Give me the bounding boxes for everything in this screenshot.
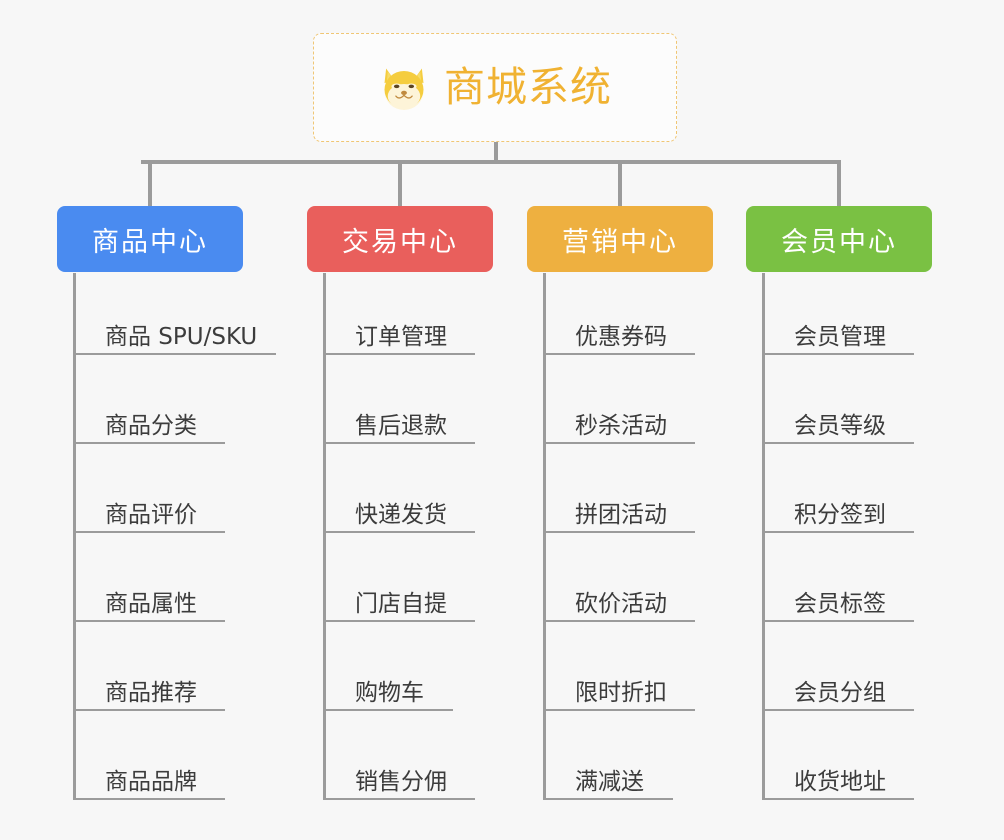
category-box-1[interactable]: 商品中心 <box>57 206 243 272</box>
leaf-item-label: 售后退款 <box>355 413 447 439</box>
leaf-underline <box>73 709 225 711</box>
leaf-underline <box>73 353 276 355</box>
branch-spine-4 <box>762 273 765 800</box>
leaf-item-label: 会员等级 <box>794 413 886 439</box>
leaf-item-label: 砍价活动 <box>575 591 667 617</box>
leaf-item-label: 拼团活动 <box>575 502 667 528</box>
leaf-item-label: 销售分佣 <box>355 769 447 795</box>
leaf-underline <box>323 442 475 444</box>
leaf-underline <box>543 798 673 800</box>
leaf-underline <box>73 620 225 622</box>
category-box-2[interactable]: 交易中心 <box>307 206 493 272</box>
leaf-item-label: 满减送 <box>575 769 644 795</box>
leaf-underline <box>762 798 914 800</box>
leaf-underline <box>543 709 695 711</box>
leaf-item-label: 限时折扣 <box>575 680 667 706</box>
leaf-underline <box>323 709 453 711</box>
category-box-4[interactable]: 会员中心 <box>746 206 932 272</box>
leaf-underline <box>762 531 914 533</box>
leaf-item-label: 商品属性 <box>105 591 197 617</box>
leaf-item-label: 商品分类 <box>105 413 197 439</box>
branch-spine-1 <box>73 273 76 800</box>
leaf-item-label: 商品 SPU/SKU <box>105 324 258 350</box>
connector-drop-3 <box>618 160 622 208</box>
leaf-underline <box>323 798 475 800</box>
leaf-item-label: 会员分组 <box>794 680 886 706</box>
leaf-underline <box>73 442 225 444</box>
connector-drop-4 <box>837 160 841 208</box>
leaf-underline <box>762 353 914 355</box>
leaf-underline <box>762 442 914 444</box>
leaf-item-label: 购物车 <box>355 680 424 706</box>
leaf-item-label: 商品品牌 <box>105 769 197 795</box>
leaf-item-label: 快递发货 <box>355 502 447 528</box>
leaf-item-label: 商品评价 <box>105 502 197 528</box>
leaf-underline <box>323 353 475 355</box>
leaf-underline <box>73 798 225 800</box>
leaf-underline <box>543 531 695 533</box>
branch-spine-2 <box>323 273 326 800</box>
leaf-item-label: 商品推荐 <box>105 680 197 706</box>
leaf-item-label: 积分签到 <box>794 502 886 528</box>
leaf-item-label: 收货地址 <box>794 769 886 795</box>
connector-drop-2 <box>398 160 402 208</box>
connector-horizontal-bus <box>141 160 840 164</box>
leaf-underline <box>762 709 914 711</box>
leaf-underline <box>73 531 225 533</box>
connector-root-stem <box>494 142 498 164</box>
leaf-item-label: 优惠券码 <box>575 324 667 350</box>
branch-spine-3 <box>543 273 546 800</box>
leaf-underline <box>543 353 695 355</box>
leaf-underline <box>323 531 475 533</box>
connector-drop-1 <box>148 160 152 208</box>
leaf-underline <box>543 442 695 444</box>
category-box-3[interactable]: 营销中心 <box>527 206 713 272</box>
leaf-item-label: 订单管理 <box>355 324 447 350</box>
leaf-underline <box>762 620 914 622</box>
shiba-inu-dog-face-icon <box>384 68 424 110</box>
leaf-underline <box>543 620 695 622</box>
leaf-item-label: 会员管理 <box>794 324 886 350</box>
root-node[interactable]: 商城系统 <box>313 33 677 142</box>
root-title: 商城系统 <box>444 63 612 111</box>
leaf-item-label: 门店自提 <box>355 591 447 617</box>
leaf-item-label: 秒杀活动 <box>575 413 667 439</box>
leaf-underline <box>323 620 475 622</box>
leaf-item-label: 会员标签 <box>794 591 886 617</box>
